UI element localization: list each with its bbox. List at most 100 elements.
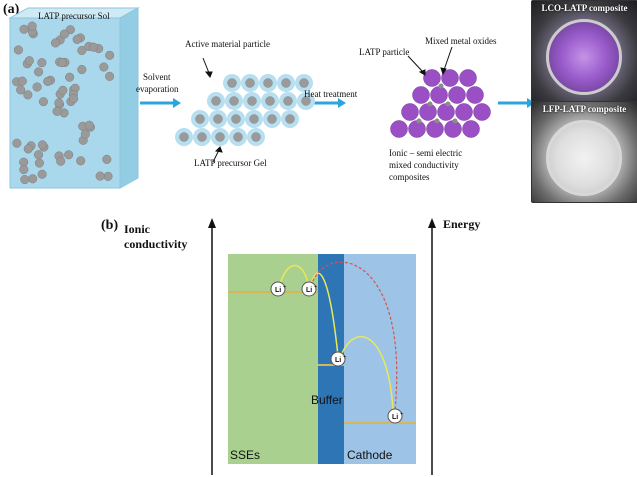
sol-particle [20,174,30,185]
gel-core [215,132,225,142]
arrow-head-1 [173,98,181,108]
hop-sses-sses [278,265,310,289]
sol-particle [37,58,47,68]
li-ion-4: Li + [387,408,404,424]
li-ion-2-label: Li [306,287,312,294]
sol-particle [12,138,22,148]
lco-latp-photo: LCO-LATP composite [531,0,637,102]
buffer-label: Buffer [311,393,343,407]
left-axis-arrowhead [208,218,216,228]
gel-core [285,114,295,124]
mixed-oxide [416,118,422,124]
right-axis-arrowhead [428,218,436,228]
sol-particle [19,165,29,175]
gel-core [263,78,273,88]
sol-particle [105,50,115,60]
sol-particle [57,58,67,68]
li-ion-3: Li + [330,351,347,367]
gel-particles [175,74,315,146]
gel-core [195,114,205,124]
mixed-oxide [434,118,440,124]
gel-core [231,114,241,124]
mixed-oxide [427,101,433,107]
li-ion-4-label: Li [392,414,398,421]
sol-particle [24,56,34,66]
arrow-head-2 [338,98,346,108]
panel-b-tag: (b) [101,218,119,233]
left-axis-label-1: Ionic [124,222,151,236]
sol-particle [72,34,82,44]
sol-particle [54,98,64,108]
sol-particle [77,64,87,75]
gel-core [249,114,259,124]
latp-particle [423,69,441,87]
lfp-pellet [546,120,622,196]
sol-particle [16,85,26,95]
pointer-active-material [202,57,210,74]
sol-particle [69,94,79,104]
sol-particle [27,21,37,31]
latp-particle [459,69,477,87]
sol-particle [64,150,74,160]
left-axis-label-2: conductivity [124,237,188,251]
sol-particle [34,67,44,77]
latp-particle [390,120,408,138]
sol-particle [56,156,66,166]
solvent-label-1: Solvent [143,72,171,82]
sol-particle [37,140,48,150]
sol-particle [95,171,105,181]
lfp-latp-photo: LFP-LATP composite [531,101,637,203]
li-ion-4-charge: + [400,412,404,418]
sol-particle [37,169,47,179]
sol-label: LATP precursor Sol [38,11,110,21]
li-ion-1-charge: + [283,285,287,291]
hop-sses-buffer [309,272,339,357]
sol-particle [99,62,109,72]
latp-particle [412,86,430,104]
gel-core [213,114,223,124]
latp-particle [401,103,419,121]
gel-core [179,132,189,142]
gel-core [251,132,261,142]
lfp-caption: LFP-LATP composite [542,104,627,114]
sol-particle [52,106,62,116]
mixed-oxides-label: Mixed metal oxides [425,36,497,46]
latp-particle [455,103,473,121]
mixed-oxide [452,118,458,124]
pointer-latp-particle [407,55,424,73]
li-ion-2-charge: + [314,285,318,291]
latp-particle [441,69,459,87]
sol-particle [77,45,87,56]
sol-particle [88,42,99,52]
cathode-label: Cathode [347,448,393,462]
hop-buffer-cathode [339,335,394,411]
li-ion-1: Li + [270,281,287,297]
mixed-oxide [445,101,451,107]
latp-particle [462,120,480,138]
gel-core [229,96,239,106]
gel-core [233,132,243,142]
sol-particle [65,72,75,82]
gel-core [265,96,275,106]
sol-particle [33,150,44,160]
lco-caption: LCO-LATP composite [541,3,628,13]
latp-particle-label: LATP particle [359,47,410,57]
sol-particle [38,97,48,107]
active-particle-label: Active material particle [185,39,270,49]
gel-core [267,114,277,124]
sol-particle [58,85,68,95]
latp-particle [473,103,491,121]
cathode-region [344,254,416,464]
sol-particle [76,156,86,166]
gel-core [283,96,293,106]
gel-core [211,96,221,106]
latp-particle [466,86,484,104]
sol-particle [102,154,112,164]
gel-core [301,96,311,106]
lco-pellet [546,19,622,95]
panel-a-tag: (a) [3,2,20,17]
sol-particle [19,24,29,34]
right-axis-label: Energy [443,217,481,231]
